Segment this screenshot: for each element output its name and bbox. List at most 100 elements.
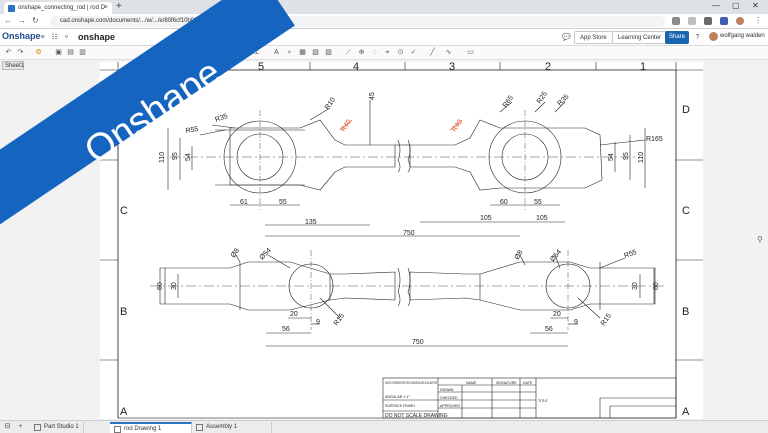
surface-finish-icon[interactable]: ✓: [410, 49, 417, 56]
text-icon[interactable]: A: [274, 49, 279, 56]
browser-tab[interactable]: onshape_connecting_rod | rod D ×: [4, 2, 112, 14]
auxiliary-view-icon[interactable]: ▥: [79, 49, 86, 56]
top-view[interactable]: [215, 119, 603, 194]
geometric-tolerance-icon[interactable]: ⊙: [397, 49, 404, 56]
onshape-logo[interactable]: Onshape: [2, 31, 41, 41]
dim-text[interactable]: Ø8: [514, 249, 525, 261]
dim-text[interactable]: R10: [324, 97, 337, 112]
dim-text[interactable]: 110: [159, 152, 166, 163]
projected-view-icon[interactable]: ▤: [67, 49, 74, 56]
redo-icon[interactable]: ↷: [17, 49, 24, 56]
maximize-icon[interactable]: ▢: [732, 1, 740, 10]
dim-text[interactable]: 54: [608, 153, 615, 161]
panel-handle-icon[interactable]: ⚲: [757, 235, 763, 244]
dim-text[interactable]: R25: [536, 91, 549, 106]
dim-text[interactable]: Ø54: [549, 249, 563, 264]
minimize-icon[interactable]: —: [712, 1, 720, 10]
zone-row-label: B: [682, 306, 689, 318]
tab-rod-drawing[interactable]: rod Drawing 1: [110, 422, 192, 433]
balloon-icon[interactable]: ◌: [372, 49, 377, 56]
dim-text[interactable]: 60: [157, 282, 164, 290]
dim-text[interactable]: Ø8: [230, 247, 241, 259]
close-window-icon[interactable]: ✕: [752, 1, 759, 10]
dim-text[interactable]: R65: [502, 95, 515, 110]
tree-icon[interactable]: ⑂: [64, 34, 69, 41]
dim-text[interactable]: 30: [171, 282, 178, 290]
dim-text[interactable]: 55: [534, 199, 542, 206]
dim-text[interactable]: 105: [480, 215, 492, 222]
dim-text[interactable]: 9: [316, 319, 320, 326]
centerline-icon[interactable]: ⟋: [346, 49, 351, 56]
undo-icon[interactable]: ↶: [5, 49, 12, 56]
dim-text[interactable]: 95: [172, 152, 179, 160]
dim-text[interactable]: 60: [653, 282, 660, 290]
tab-assembly[interactable]: Assembly 1: [192, 422, 272, 433]
dim-text[interactable]: R35: [214, 113, 229, 124]
dim-text[interactable]: 54: [185, 153, 192, 161]
hamburger-menu-icon[interactable]: ≡: [40, 34, 45, 41]
forward-icon[interactable]: →: [18, 16, 26, 25]
dim-text[interactable]: R165: [646, 136, 663, 143]
zoom-icon[interactable]: ⌕: [287, 49, 292, 56]
break-symbol: [407, 139, 411, 173]
extension-icon[interactable]: [704, 17, 712, 25]
image-icon[interactable]: ▭: [467, 49, 474, 56]
filter-icon[interactable]: ☷: [51, 34, 58, 41]
key-icon[interactable]: [672, 17, 680, 25]
dim-text[interactable]: 95: [623, 152, 630, 160]
dim-text[interactable]: R35: [556, 93, 570, 107]
shield-icon[interactable]: [720, 17, 728, 25]
dim-text[interactable]: 110: [638, 152, 645, 163]
dim-text[interactable]: 750: [412, 339, 424, 346]
dim-text[interactable]: R55: [185, 126, 199, 135]
line-icon[interactable]: ╱: [430, 49, 435, 56]
tab-part-studio[interactable]: Part Studio 1: [30, 422, 84, 433]
add-tab-icon[interactable]: +: [18, 423, 23, 430]
table-icon[interactable]: ▦: [299, 49, 306, 56]
menu-icon[interactable]: ⋮: [754, 16, 762, 25]
bom-icon[interactable]: ▧: [312, 49, 319, 56]
new-tab-button[interactable]: +: [116, 1, 122, 12]
dim-text-highlight[interactable]: R40: [451, 119, 464, 134]
sheet-tab[interactable]: Sheet1: [2, 61, 24, 70]
tab-manager-icon[interactable]: ⊟: [4, 423, 11, 430]
comment-icon[interactable]: 💬: [562, 34, 571, 41]
dim-text[interactable]: Ø54: [258, 247, 272, 261]
user-name[interactable]: wolfgang walden: [720, 33, 765, 39]
dim-text[interactable]: R15: [333, 313, 346, 328]
dim-text[interactable]: 60: [500, 199, 508, 206]
dim-text[interactable]: R55: [623, 249, 638, 260]
profile-icon[interactable]: [736, 17, 744, 25]
dim-text[interactable]: R15: [600, 313, 613, 328]
dim-text[interactable]: 105: [536, 215, 548, 222]
dim-text[interactable]: 45: [369, 92, 376, 100]
drawing-sheet[interactable]: [100, 62, 703, 419]
share-button[interactable]: Share: [665, 31, 689, 44]
help-icon[interactable]: ?: [695, 34, 700, 41]
dim-text[interactable]: 61: [240, 199, 248, 206]
star-icon[interactable]: [688, 17, 696, 25]
hole-table-icon[interactable]: ▨: [325, 49, 332, 56]
dim-text[interactable]: 30: [632, 282, 639, 290]
reload-icon[interactable]: ↻: [32, 16, 39, 25]
insert-view-icon[interactable]: ▣: [55, 49, 62, 56]
dim-text[interactable]: 20: [553, 311, 561, 318]
dim-text[interactable]: 56: [545, 326, 553, 333]
spline-icon[interactable]: ∿: [445, 49, 452, 56]
dim-text[interactable]: 750: [403, 230, 415, 237]
datum-icon[interactable]: ⌖: [385, 49, 390, 56]
url-field[interactable]: cad.onshape.com/documents/.../w/.../e/80…: [50, 16, 665, 27]
dim-text[interactable]: 9: [574, 319, 578, 326]
settings-icon[interactable]: ⚙: [35, 49, 42, 56]
document-name[interactable]: onshape: [78, 32, 116, 42]
centermark-icon[interactable]: ⊕: [358, 49, 365, 56]
dim-text[interactable]: 20: [290, 311, 298, 318]
dimension-icon[interactable]: ⟂: [254, 49, 259, 56]
dim-text[interactable]: 135: [305, 219, 317, 226]
dim-text[interactable]: 55: [279, 199, 287, 206]
back-icon[interactable]: ←: [4, 16, 12, 25]
avatar[interactable]: [709, 32, 718, 41]
close-tab-icon[interactable]: ×: [103, 4, 108, 11]
learning-center-button[interactable]: Learning Center: [612, 31, 668, 44]
dim-text[interactable]: 56: [282, 326, 290, 333]
